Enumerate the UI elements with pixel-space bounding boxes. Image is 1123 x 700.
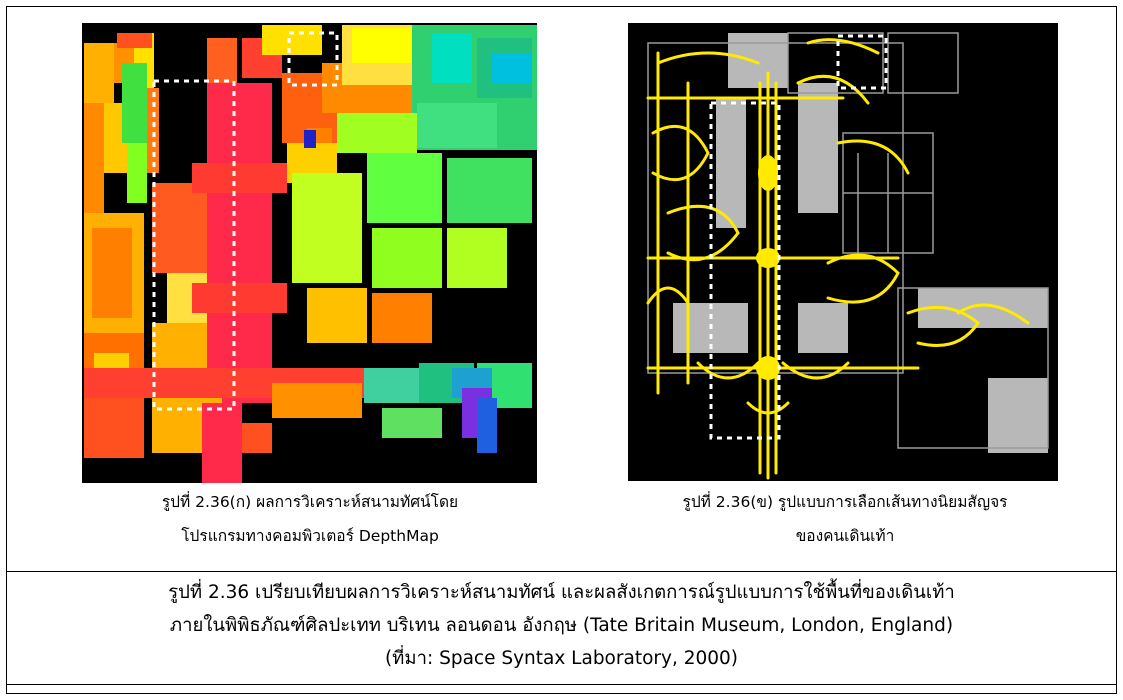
depthmap-plan	[82, 23, 537, 483]
main-caption-line3: (ที่มา: Space Syntax Laboratory, 2000)	[384, 648, 739, 669]
left-caption-line2: โปรแกรมทางคอมพิวเตอร์ DepthMap	[181, 527, 439, 545]
right-caption-line1: รูปที่ 2.36(ข) รูปแบบการเลือกเส้นทางนิยม…	[682, 493, 1008, 511]
page-frame	[6, 6, 1117, 694]
right-figure-caption: รูปที่ 2.36(ข) รูปแบบการเลือกเส้นทางนิยม…	[585, 489, 1105, 549]
left-caption-line1: รูปที่ 2.36(ก) ผลการวิเคราะห์สนามทัศน์โด…	[161, 493, 459, 511]
pedestrian-trace-plan	[628, 23, 1058, 481]
main-caption-line1: รูปที่ 2.36 เปรียบเทียบผลการวิเคราะห์สนา…	[168, 582, 955, 603]
main-figure-caption: รูปที่ 2.36 เปรียบเทียบผลการวิเคราะห์สนา…	[20, 576, 1103, 675]
right-caption-line2: ของคนเดินเท้า	[795, 527, 895, 545]
left-figure-caption: รูปที่ 2.36(ก) ผลการวิเคราะห์สนามทัศน์โด…	[60, 489, 560, 549]
main-caption-line2: ภายในพิพิธภัณฑ์ศิลปะเทท บริเทน ลอนดอน อั…	[169, 615, 954, 636]
depthmap-figure	[82, 23, 537, 483]
pedestrian-trace-figure	[628, 23, 1058, 481]
caption-divider	[6, 571, 1117, 572]
bottom-divider	[6, 684, 1117, 685]
